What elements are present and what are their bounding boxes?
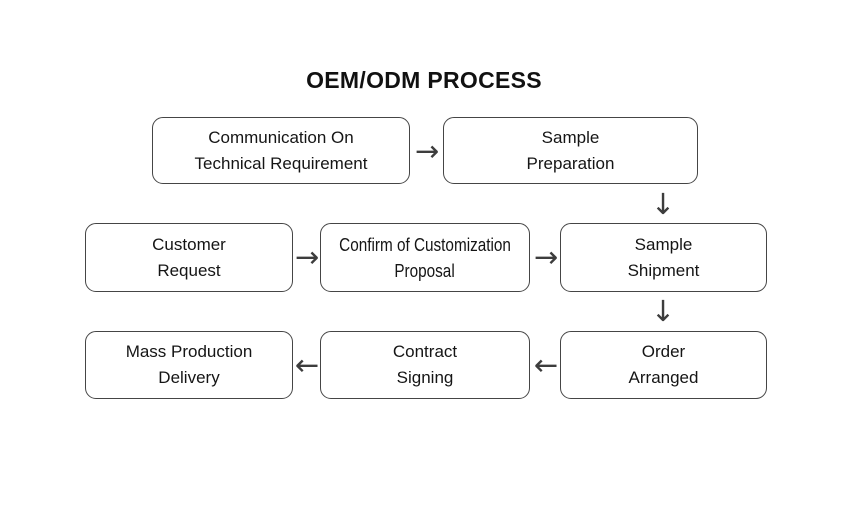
arrow-left-icon: ←: [533, 347, 559, 382]
flow-node-order-arranged: Order Arranged: [560, 331, 767, 399]
arrow-down-icon: ↓: [650, 186, 676, 221]
node-label-line: Signing: [396, 368, 454, 387]
node-label-line: Confirm of Customization: [339, 234, 511, 255]
arrow-right-icon: →: [414, 133, 440, 168]
node-label-line: Technical Requirement: [194, 153, 368, 173]
flow-node-sample-preparation: Sample Preparation: [443, 117, 698, 184]
node-label-line: Arranged: [628, 368, 699, 387]
arrow-left-icon: ←: [294, 347, 320, 382]
node-label-line: Communication On: [208, 127, 354, 147]
arrow-right-icon: →: [533, 239, 559, 274]
node-label-line: Contract: [392, 342, 458, 361]
flow-node-communication-technical-requirement: Communication On Technical Requirement: [152, 117, 410, 184]
flow-node-mass-production-delivery: Mass Production Delivery: [85, 331, 293, 399]
node-label-line: Sample: [634, 234, 693, 254]
node-label-line: Delivery: [158, 368, 220, 387]
flow-node-contract-signing: Contract Signing: [320, 331, 530, 399]
diagram-title: OEM/ODM PROCESS: [306, 67, 542, 93]
flow-node-confirm-customization-proposal: Confirm of Customization Proposal: [320, 223, 530, 292]
arrow-right-icon: →: [294, 239, 320, 274]
node-label-line: Mass Production: [125, 342, 253, 361]
node-label-line: Preparation: [526, 153, 615, 173]
flow-node-customer-request: Customer Request: [85, 223, 293, 292]
node-label-line: Proposal: [394, 260, 456, 281]
node-label-line: Order: [641, 342, 686, 361]
flow-node-sample-shipment: Sample Shipment: [560, 223, 767, 292]
arrow-down-icon: ↓: [650, 293, 676, 328]
node-label-line: Request: [157, 260, 221, 280]
node-label-line: Sample: [541, 127, 600, 147]
node-label-line: Customer: [152, 234, 226, 254]
node-label-line: Shipment: [627, 260, 700, 280]
